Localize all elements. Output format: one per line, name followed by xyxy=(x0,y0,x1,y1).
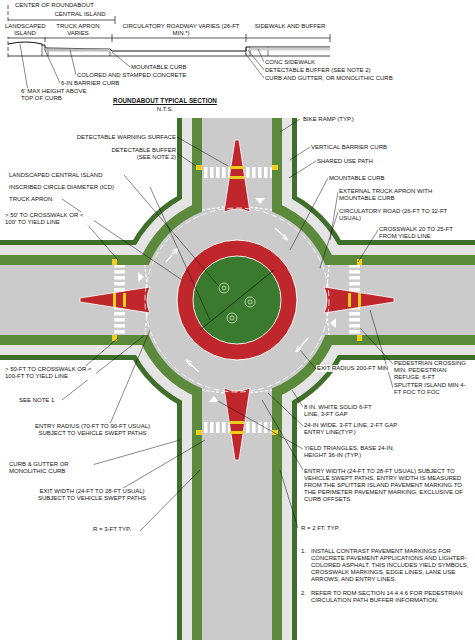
central-island xyxy=(193,256,281,344)
road-layers xyxy=(0,118,475,640)
callout-label: CROSSWALK 20 TO 25-FT FROM YIELD LINE xyxy=(378,226,472,240)
callout-label: N.T.S. xyxy=(156,106,174,113)
callout-label: DETECTABLE WARNING SURFACE xyxy=(76,134,177,141)
callout-label: DETECTABLE BUFFER (SEE NOTE 2) xyxy=(264,67,372,74)
shrubs xyxy=(219,283,255,323)
callout-label: COLORED AND STAMPED CONCRETE xyxy=(76,72,187,79)
callout-label: YIELD TRIANGLES, BASE 24-IN, HEIGHT 36-I… xyxy=(303,445,413,459)
callout-label: MOUNTABLE CURB xyxy=(130,64,188,71)
detectable-warning xyxy=(112,165,362,435)
callout-label: SEE NOTE 1 xyxy=(18,397,55,404)
callout-label: SHARED USE PATH xyxy=(316,158,374,165)
callout-label: R = 2 FT. TYP. xyxy=(300,525,341,532)
callout-label: CIRCULATORY ROAD (26-FT TO 32-FT USUAL) xyxy=(338,208,463,222)
callout-label: ENTRY RADIUS (70-FT TO 90-FT USUAL) SUBJ… xyxy=(30,423,155,437)
callout-label: 8 IN. WHITE SOLID 6-FT LINE, 3-FT GAP xyxy=(303,404,389,418)
callout-label: > 50-FT TO CROSSWALK OR < 100-FT TO YIEL… xyxy=(4,366,96,380)
callout-label: REFER TO RDM SECTION 14.4.4.6 FOR PEDEST… xyxy=(310,590,472,604)
callout-label: CONC SIDEWALK xyxy=(264,59,316,66)
icd-line xyxy=(200,270,274,330)
callout-label: TRUCK APRON xyxy=(8,196,53,203)
callout-label: CENTRAL ISLAND xyxy=(53,11,106,18)
callout-label: EXIT WIDTH (24-FT TO 28-FT USUAL) SUBJEC… xyxy=(28,488,156,502)
callout-label: INSTALL CONTRAST PAVEMENT MARKINGS FOR C… xyxy=(310,548,472,583)
callout-label: TRUCK APRON VARIES xyxy=(48,23,108,37)
callout-label: CIRCULATORY ROADWAY VARIES (26-FT MIN.*) xyxy=(120,23,242,37)
callout-label: LANDSCAPED ISLAND xyxy=(4,23,46,37)
callout-label: DETECTABLE BUFFER (SEE NOTE 2) xyxy=(95,147,177,161)
callout-label: EXTERNAL TRUCK APRON WITH MOUNTABLE CURB xyxy=(338,188,458,202)
callout-label: VERTICAL BARRIER CURB xyxy=(310,144,388,151)
callout-label: INSCRIBED CIRCLE DIAMETER (ICD) xyxy=(8,184,115,191)
callout-label: PEDESTRIAN CROSSING MIN. PEDESTRIAN REFU… xyxy=(393,360,473,381)
callout-label: CURB & GUTTER OR MONOLITHIC CURB xyxy=(8,461,94,475)
callout-label: ENTRY WIDTH (24-FT TO 28-FT USUAL) SUBJE… xyxy=(303,468,470,503)
pavement-markings xyxy=(145,207,329,393)
note-number: 2. xyxy=(300,590,307,597)
callout-label: R = 3-FT TYP. xyxy=(92,526,132,533)
callout-label: SIDEWALK AND BUFFER xyxy=(254,23,326,30)
yield-triangles xyxy=(138,198,336,402)
callout-label: > 50' TO CROSSWALK OR < 100' TO YIELD LI… xyxy=(4,212,94,226)
callout-label: BIKE RAMP (TYP.) xyxy=(302,116,355,123)
callout-label: 24-IN WIDE, 3-FT LINE, 2-FT GAP ENTRY LI… xyxy=(303,422,399,436)
note-number: 1. xyxy=(300,548,307,555)
callout-label: LANDSCAPED CENTRAL ISLAND xyxy=(8,172,103,179)
callout-label: CENTER OF ROUNDABOUT xyxy=(14,2,95,9)
callout-label: EXIT RADIUS 200-FT MIN xyxy=(316,365,389,372)
callout-label: 6' MAX HEIGHT ABOVE TOP OF CURB xyxy=(20,88,90,102)
callout-label: SPLITTER ISLAND MIN 4-FT FOC TO FOC xyxy=(393,382,473,396)
callout-label: CURB AND GUTTER, OR MONOLITHIC CURB xyxy=(264,75,394,82)
callout-label: 6-IN BARRIER CURB xyxy=(60,80,120,87)
section-title: ROUNDABOUT TYPICAL SECTION xyxy=(112,97,218,104)
callout-label: MOUNTABLE CURB xyxy=(328,175,386,182)
